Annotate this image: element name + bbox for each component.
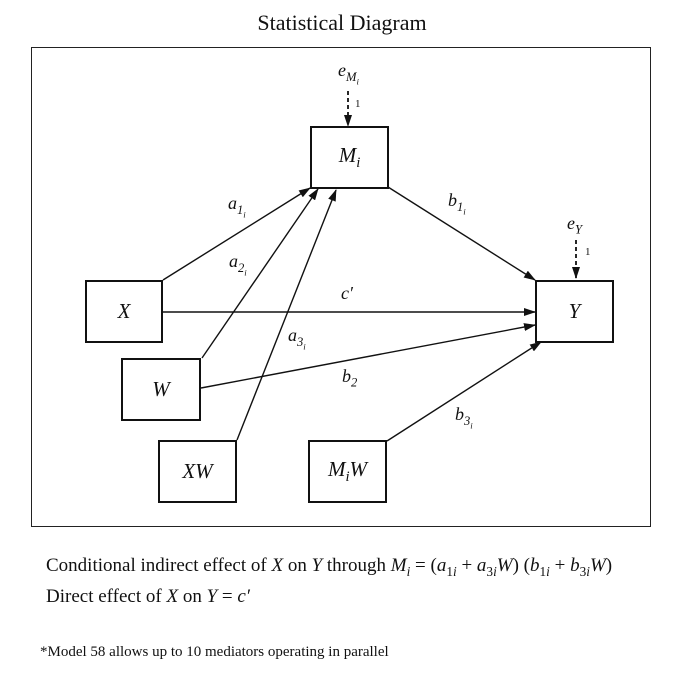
- arrow-x-to-m: [162, 187, 311, 281]
- diagram-title: Statistical Diagram: [257, 10, 427, 35]
- conditional-indirect-effect-formula: Conditional indirect effect of X on Y th…: [46, 555, 613, 579]
- direct-effect-formula: Direct effect of X on Y = c′: [46, 586, 250, 607]
- arrow-m-to-y: [387, 186, 536, 281]
- error-m-coef: 1: [355, 98, 361, 110]
- node-xw: XW: [158, 440, 237, 503]
- path-label-b3: b3i: [455, 404, 473, 431]
- path-label-a2: a2i: [229, 251, 247, 278]
- footnote: *Model 58 allows up to 10 mediators oper…: [40, 644, 389, 660]
- path-label-a3: a3i: [288, 325, 306, 352]
- arrow-mw-to-y: [386, 341, 542, 442]
- path-label-b1: b1i: [448, 190, 466, 217]
- node-m: Mi: [310, 126, 389, 189]
- error-y-coef: 1: [585, 246, 591, 258]
- node-mw-label: MiW: [327, 456, 368, 486]
- node-w: W: [121, 358, 201, 421]
- error-m-label: eMi: [338, 60, 359, 87]
- path-label-b2: b2: [342, 366, 358, 390]
- path-label-c-prime: c′: [341, 283, 353, 303]
- node-y: Y: [535, 280, 614, 343]
- node-x: X: [85, 280, 163, 343]
- arrow-xw-to-m: [236, 189, 337, 441]
- diagram-frame: [31, 47, 651, 527]
- path-label-a1: a1i: [228, 193, 246, 220]
- node-mw: MiW: [308, 440, 387, 503]
- arrow-w-to-m: [201, 188, 319, 359]
- error-y-label: eY: [567, 213, 583, 237]
- node-xw-label: XW: [182, 459, 213, 483]
- node-w-label: W: [152, 377, 170, 401]
- arrow-w-to-y: [200, 323, 536, 389]
- node-y-label: Y: [568, 299, 581, 323]
- node-x-label: X: [117, 299, 131, 323]
- node-m-label: Mi: [338, 142, 361, 172]
